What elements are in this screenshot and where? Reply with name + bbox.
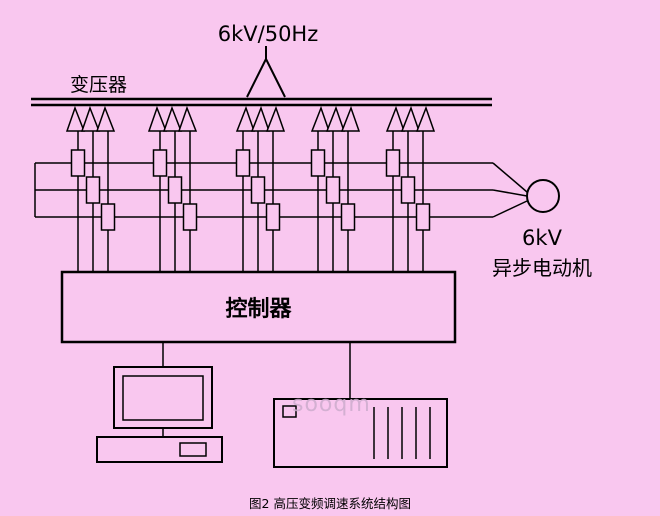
converter-input-triangle — [310, 105, 331, 132]
motor-label: 异步电动机 — [492, 256, 592, 280]
transformer-label: 变压器 — [70, 74, 128, 96]
converter-input-triangle — [80, 105, 101, 132]
power-cell — [400, 176, 416, 204]
computer-drive-slot — [179, 442, 207, 457]
converter-input-triangle — [340, 105, 361, 132]
controller-box — [60, 270, 457, 344]
converter-input-triangle — [250, 105, 271, 132]
power-cell — [152, 149, 168, 177]
power-cell — [182, 203, 198, 231]
converter-input-triangle — [325, 105, 346, 132]
converter-input-triangle — [147, 105, 168, 132]
converter-input-triangle — [415, 105, 436, 132]
power-cell — [100, 203, 116, 231]
watermark-text: sooqm — [292, 392, 371, 417]
power-cell — [235, 149, 251, 177]
power-cell — [167, 176, 183, 204]
motor-feed-line-top — [492, 162, 528, 193]
converter-input-triangle — [385, 105, 406, 132]
power-cell — [85, 176, 101, 204]
controller-label: 控制器 — [225, 297, 292, 322]
cabinet-box — [273, 398, 448, 468]
supply-label: 6kV/50Hz — [217, 22, 319, 46]
cabinet-vent-lines — [373, 407, 431, 459]
power-cell — [265, 203, 281, 231]
supply-connection-symbol — [246, 46, 286, 98]
motor-feed-line-bottom — [492, 200, 528, 218]
power-cell — [340, 203, 356, 231]
converter-input-triangle — [95, 105, 116, 132]
converter-input-triangle — [265, 105, 286, 132]
converter-input-triangle — [65, 105, 86, 132]
motor-feed-line-middle — [492, 189, 528, 197]
power-cell — [70, 149, 86, 177]
converter-input-triangle — [177, 105, 198, 132]
power-cell — [325, 176, 341, 204]
monitor-screen — [122, 375, 204, 421]
converter-input-triangle — [400, 105, 421, 132]
power-cell — [250, 176, 266, 204]
figure-caption: 图2 高压变频调速系统结构图 — [249, 496, 411, 511]
power-cell — [385, 149, 401, 177]
converter-input-triangle — [235, 105, 256, 132]
power-cell-rects — [70, 149, 431, 231]
motor-circle — [526, 179, 560, 213]
motor-voltage-label: 6kV — [522, 226, 562, 250]
cabinet-indicator — [282, 405, 297, 418]
power-cell — [415, 203, 431, 231]
power-cell — [310, 149, 326, 177]
converter-cell-lines — [65, 105, 436, 272]
converter-input-triangle — [162, 105, 183, 132]
computer-base — [96, 436, 223, 463]
